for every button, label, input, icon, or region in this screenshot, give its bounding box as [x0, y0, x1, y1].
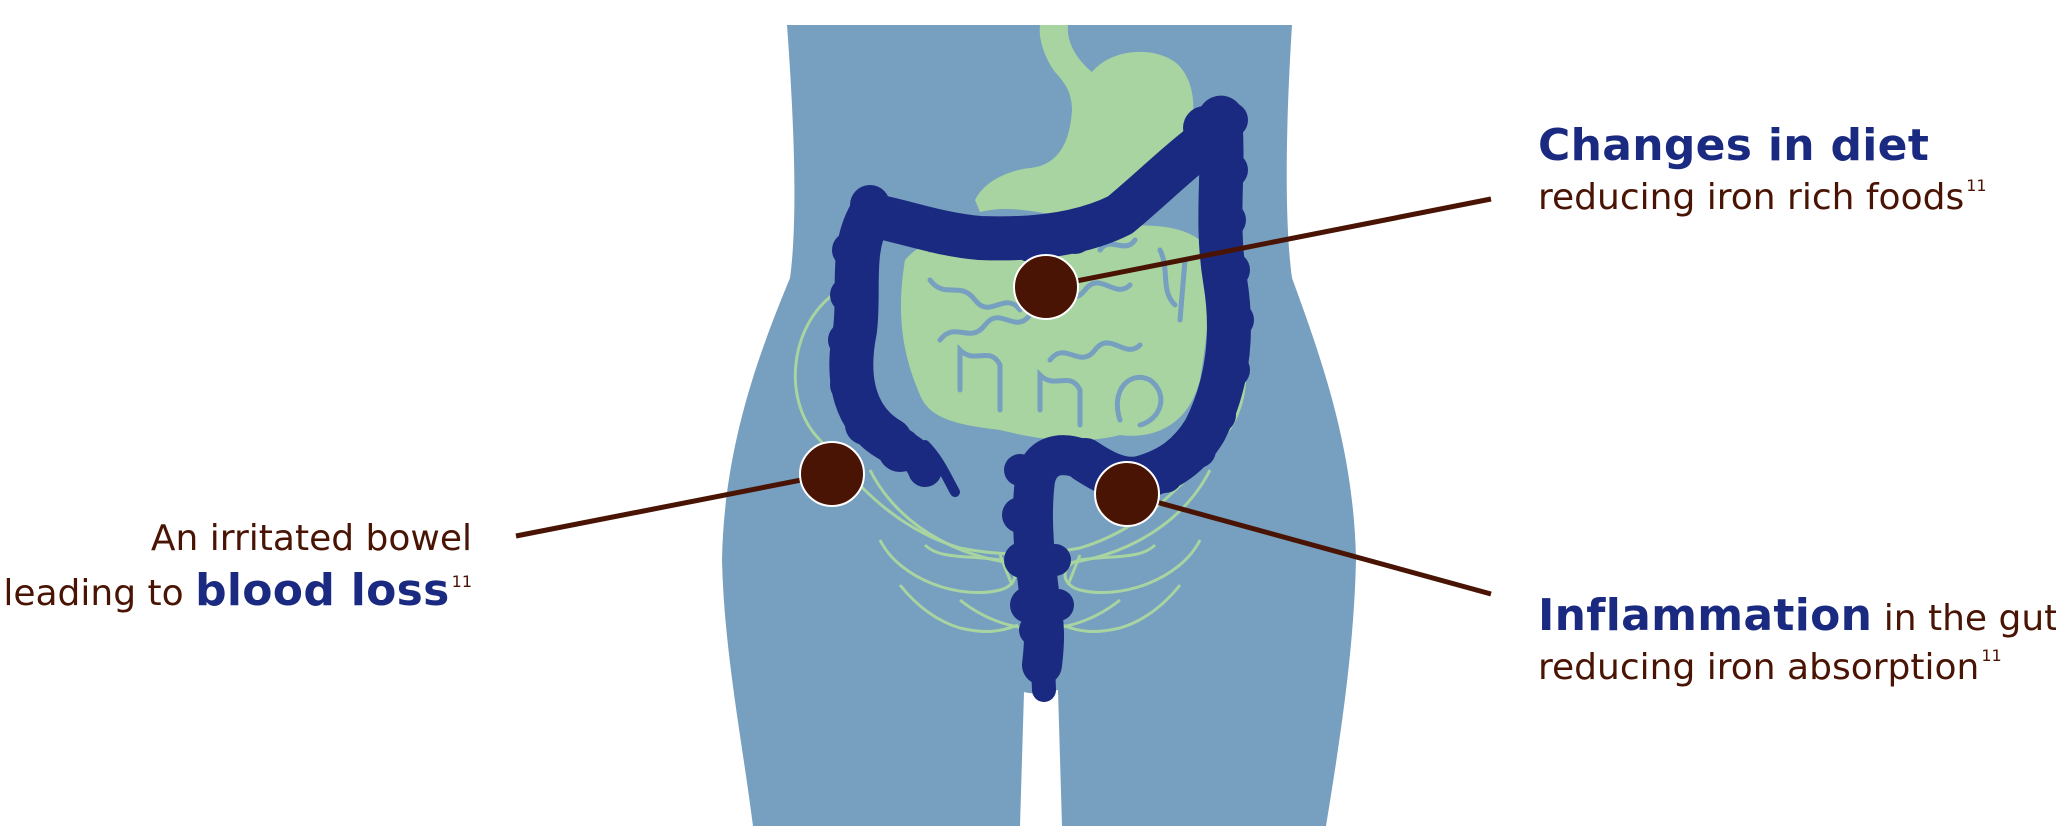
callout-inflammation-title: Inflammation: [1538, 590, 1872, 641]
callout-inflammation: Inflammation in the gut reducing iron ab…: [1538, 588, 2056, 690]
callout-inflammation-inline: in the gut: [1872, 598, 2056, 639]
callout-diet-title: Changes in diet: [1538, 120, 1929, 171]
callout-bleeding-title: blood loss: [195, 565, 450, 616]
callout-diet: Changes in diet reducing iron rich foods…: [1538, 118, 1987, 220]
callout-inflammation-ref: 11: [1981, 646, 2001, 665]
marker-inflammation: [1095, 462, 1159, 526]
callout-bleeding: An irritated bowel leading to blood loss…: [3, 516, 472, 618]
callout-diet-ref: 11: [1966, 176, 1986, 195]
marker-diet: [1014, 255, 1078, 319]
marker-bleeding: [800, 442, 864, 506]
callout-diet-text: reducing iron rich foods: [1538, 177, 1964, 218]
callout-bleeding-ref: 11: [452, 572, 472, 591]
callout-bleeding-prefix: leading to: [3, 573, 195, 614]
callout-bleeding-line1: An irritated bowel: [151, 518, 472, 559]
callout-inflammation-text: reducing iron absorption: [1538, 647, 1979, 688]
